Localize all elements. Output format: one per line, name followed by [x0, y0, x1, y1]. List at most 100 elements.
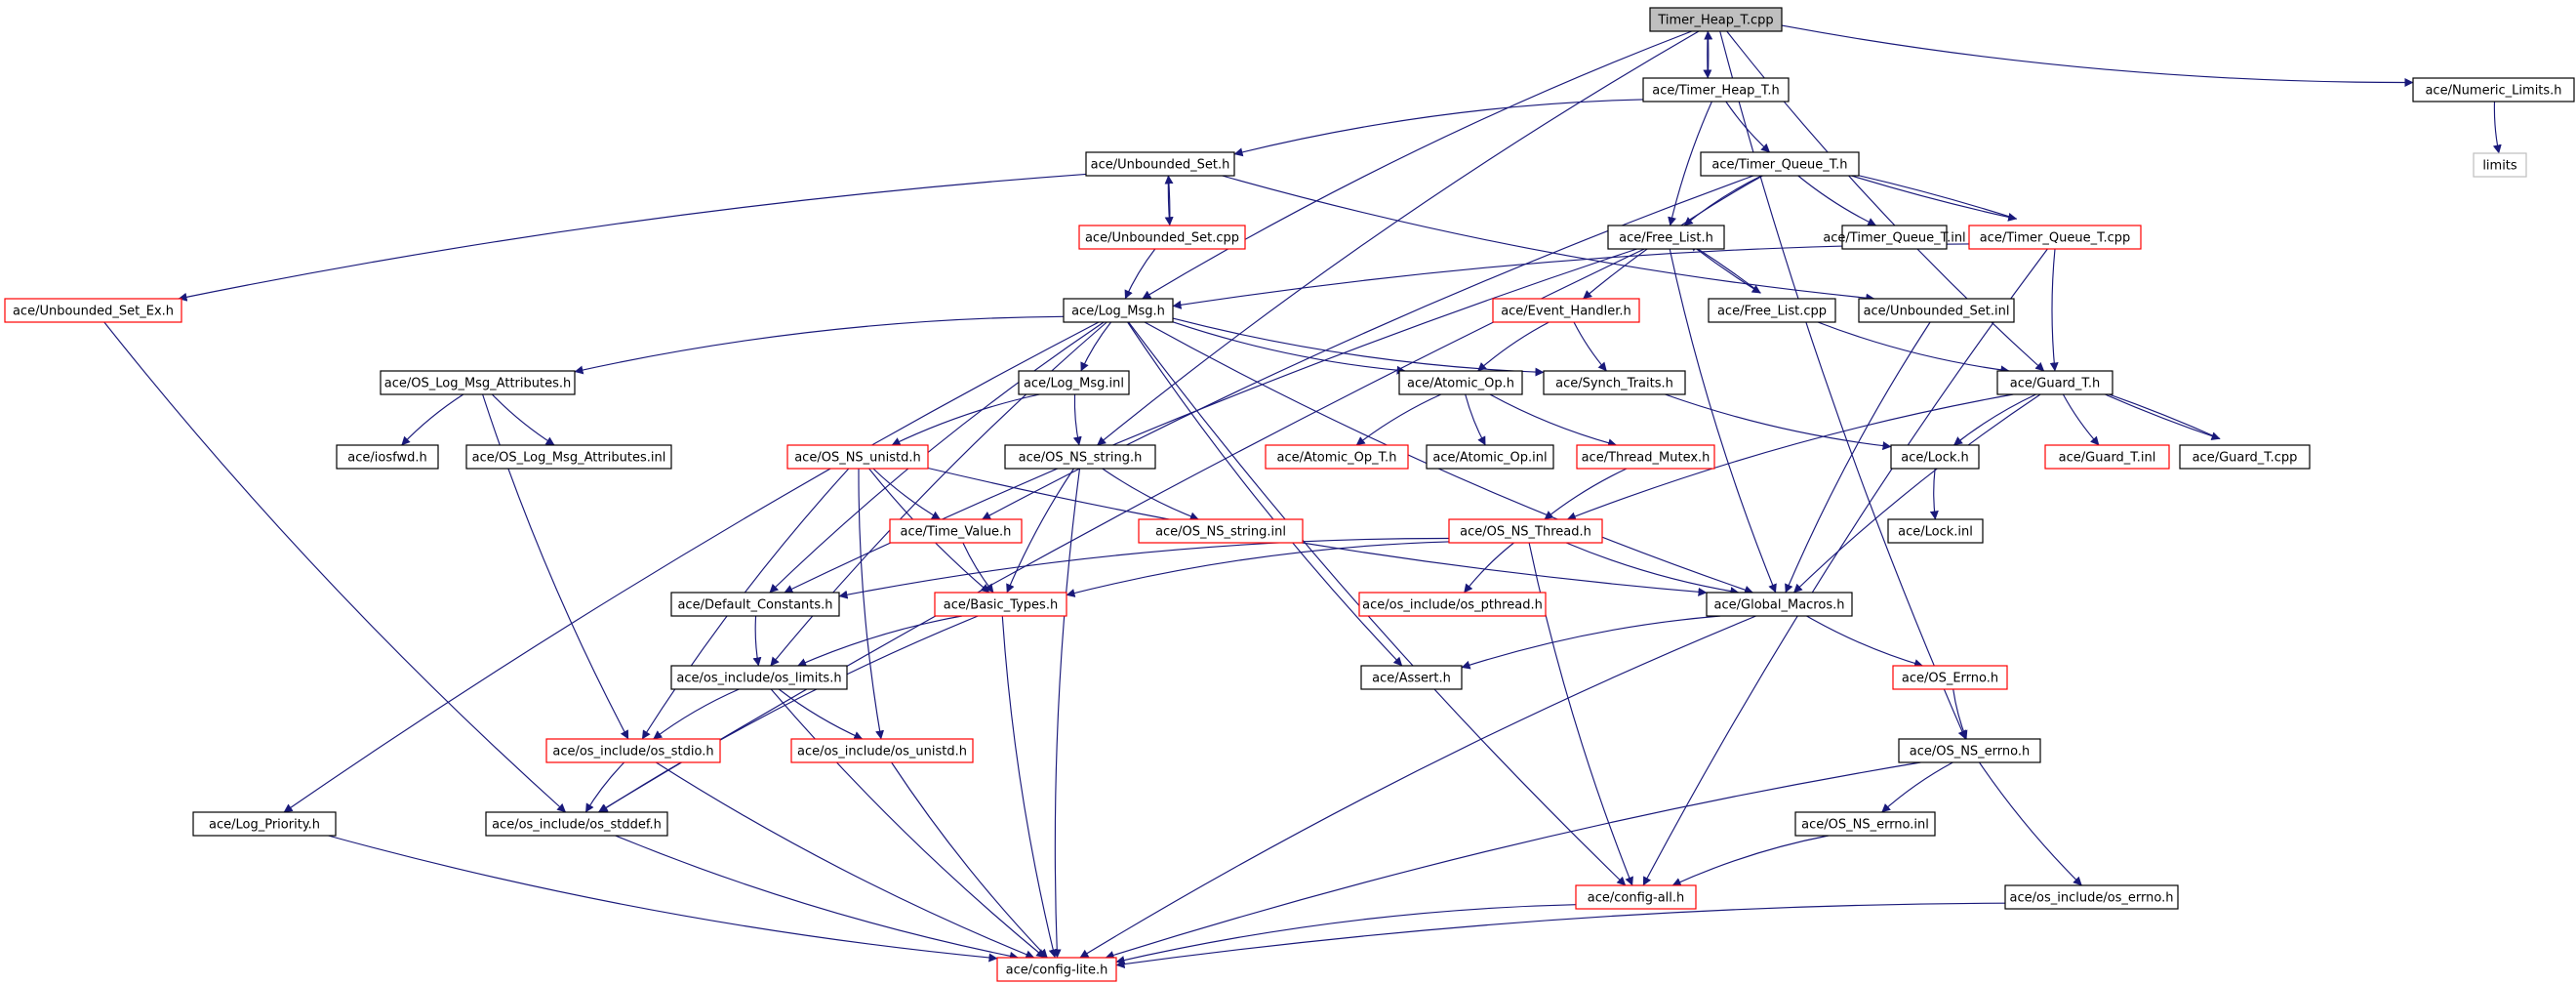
- node-os-ns-string-h[interactable]: ace/OS_NS_string.h: [1004, 444, 1156, 470]
- node-global-macros-h[interactable]: ace/Global_Macros.h: [1706, 592, 1853, 617]
- node-os-ns-thread-h[interactable]: ace/OS_NS_Thread.h: [1448, 518, 1603, 544]
- edge-log_msg_inl-to-os_ns_string_h: [1072, 393, 1082, 446]
- node-unbounded-set-ex-h[interactable]: ace/Unbounded_Set_Ex.h: [4, 298, 182, 323]
- node-box: [670, 665, 848, 690]
- node-event-handler-h[interactable]: ace/Event_Handler.h: [1492, 298, 1640, 323]
- node-box: [1575, 884, 1697, 910]
- node-guard-h[interactable]: ace/Guard_T.h: [1996, 370, 2113, 395]
- node-label: ace/OS_Log_Msg_Attributes.h: [384, 377, 571, 391]
- node-box: [336, 444, 439, 470]
- edge-timer_queue_cpp-to-config_all_h: [1642, 248, 2048, 886]
- node-timer-queue-cpp[interactable]: ace/Timer_Queue_T.cpp: [1968, 225, 2142, 250]
- node-os-stddef-h[interactable]: ace/os_include/os_stddef.h: [485, 811, 668, 837]
- node-os-errno-h[interactable]: ace/OS_Errno.h: [1892, 665, 2008, 690]
- node-os-ns-unistd-h[interactable]: ace/OS_NS_unistd.h: [786, 444, 929, 470]
- edge-time_value_h-to-basic_types_h: [962, 542, 994, 594]
- node-box: [1794, 811, 1936, 837]
- node-unbounded-set-cpp[interactable]: ace/Unbounded_Set.cpp: [1078, 225, 1246, 250]
- edge-timer_queue_h-to-timer_queue_inl: [1797, 175, 1877, 226]
- node-box: [1078, 225, 1246, 250]
- node-unbounded-set-inl[interactable]: ace/Unbounded_Set.inl: [1858, 298, 2015, 323]
- node-os-ns-errno-h[interactable]: ace/OS_NS_errno.h: [1898, 738, 2041, 763]
- node-box: [1890, 444, 1980, 470]
- node-label: ace/OS_Log_Msg_Attributes.inl: [472, 451, 666, 466]
- node-numeric-limits-h[interactable]: ace/Numeric_Limits.h: [2412, 77, 2575, 102]
- edge-os_ns_unistd_h-to-os_unistd_h: [858, 468, 884, 740]
- node-box: [2004, 884, 2179, 910]
- node-os-ns-errno-inl[interactable]: ace/OS_NS_errno.inl: [1794, 811, 1936, 837]
- node-label: ace/Basic_Types.h: [944, 598, 1058, 613]
- node-label: ace/Lock.h: [1901, 451, 1969, 466]
- node-os-errno-include-h[interactable]: ace/os_include/os_errno.h: [2004, 884, 2179, 910]
- node-label: ace/Unbounded_Set.inl: [1864, 305, 2010, 319]
- edge-free_list_cpp-to-guard_h: [1817, 321, 2010, 375]
- edge-synch_traits_h-to-lock_h: [1665, 393, 1892, 451]
- node-atomic-op-inl[interactable]: ace/Atomic_Op.inl: [1426, 444, 1554, 470]
- edge-numeric_limits_h-to-limits: [2492, 101, 2502, 154]
- node-config-all-h[interactable]: ace/config-all.h: [1575, 884, 1697, 910]
- node-synch-traits-h[interactable]: ace/Synch_Traits.h: [1543, 370, 1686, 395]
- node-os-log-msg-attr-inl[interactable]: ace/OS_Log_Msg_Attributes.inl: [465, 444, 672, 470]
- node-lock-inl[interactable]: ace/Lock.inl: [1887, 518, 1984, 544]
- node-box: [1887, 518, 1984, 544]
- node-os-log-msg-attr-h[interactable]: ace/OS_Log_Msg_Attributes.h: [380, 370, 576, 395]
- node-box: [790, 738, 974, 763]
- node-guard-cpp[interactable]: ace/Guard_T.cpp: [2179, 444, 2311, 470]
- node-box: [1841, 225, 1948, 250]
- edge-timer_heap_h-to-unbounded_set_h: [1233, 99, 1644, 157]
- edge-event_handler_h-to-atomic_op_h: [1477, 321, 1550, 372]
- node-timer-queue-h[interactable]: ace/Timer_Queue_T.h: [1700, 151, 1860, 177]
- node-config-lite-h[interactable]: ace/config-lite.h: [996, 957, 1117, 982]
- node-os-stdio-h[interactable]: ace/os_include/os_stdio.h: [545, 738, 721, 763]
- edge-os_ns_thread_h-to-os_pthread_h: [1464, 542, 1514, 594]
- node-timer-queue-inl[interactable]: ace/Timer_Queue_T.inl: [1823, 225, 1966, 250]
- node-unbounded-set-h[interactable]: ace/Unbounded_Set.h: [1085, 151, 1235, 177]
- node-atomic-op-h[interactable]: ace/Atomic_Op.h: [1398, 370, 1523, 395]
- node-time-value-h[interactable]: ace/Time_Value.h: [889, 518, 1023, 544]
- node-os-pthread-h[interactable]: ace/os_include/os_pthread.h: [1358, 592, 1547, 617]
- node-box: [2473, 152, 2527, 178]
- node-os-unistd-h[interactable]: ace/os_include/os_unistd.h: [790, 738, 974, 763]
- edge-atomic_op_h-to-thread_mutex_h: [1489, 393, 1618, 448]
- edge-global_macros_h-to-config_lite_h: [1079, 615, 1756, 959]
- edges-layer: [103, 24, 2502, 969]
- node-log-priority-h[interactable]: ace/Log_Priority.h: [192, 811, 337, 837]
- node-box: [1642, 77, 1790, 102]
- node-timer-heap-h[interactable]: ace/Timer_Heap_T.h: [1642, 77, 1790, 102]
- node-default-constants-h[interactable]: ace/Default_Constants.h: [670, 592, 840, 617]
- node-box: [1138, 518, 1304, 544]
- node-label: ace/Free_List.h: [1619, 231, 1713, 246]
- node-free-list-cpp[interactable]: ace/Free_List.cpp: [1708, 298, 1836, 323]
- node-assert-h[interactable]: ace/Assert.h: [1360, 665, 1463, 690]
- node-basic-types-h[interactable]: ace/Basic_Types.h: [934, 592, 1067, 617]
- node-guard-inl[interactable]: ace/Guard_T.inl: [2044, 444, 2170, 470]
- node-lock-h[interactable]: ace/Lock.h: [1890, 444, 1980, 470]
- edge-timer_heap_h-to-timer_heap_cpp: [1704, 30, 1713, 79]
- node-label: ace/Guard_T.cpp: [2193, 451, 2298, 466]
- node-os-ns-string-inl[interactable]: ace/OS_NS_string.inl: [1138, 518, 1304, 544]
- node-log-msg-inl[interactable]: ace/Log_Msg.inl: [1018, 370, 1130, 395]
- node-os-limits-h[interactable]: ace/os_include/os_limits.h: [670, 665, 848, 690]
- edge-event_handler_h-to-synch_traits_h: [1573, 321, 1607, 372]
- node-box: [934, 592, 1067, 617]
- node-iosfwd-h[interactable]: ace/iosfwd.h: [336, 444, 439, 470]
- node-label: ace/os_include/os_stddef.h: [492, 818, 662, 833]
- node-box: [1607, 225, 1725, 250]
- node-box: [1706, 592, 1853, 617]
- node-label: ace/os_include/os_limits.h: [676, 672, 841, 686]
- edge-os_limits_h-to-os_unistd_h: [778, 688, 864, 740]
- node-thread-mutex-h[interactable]: ace/Thread_Mutex.h: [1576, 444, 1715, 470]
- node-atomic-op-t-h[interactable]: ace/Atomic_Op_T.h: [1265, 444, 1409, 470]
- edge-os_ns_thread_h-to-global_macros_h: [1565, 542, 1740, 596]
- node-log-msg-h[interactable]: ace/Log_Msg.h: [1063, 298, 1174, 323]
- edge-free_list_h-to-os_stddef_h: [597, 248, 1645, 813]
- node-timer-heap-cpp[interactable]: Timer_Heap_T.cpp: [1649, 7, 1783, 32]
- edge-guard_cpp-to-guard_h: [2090, 386, 2221, 440]
- node-free-list-h[interactable]: ace/Free_List.h: [1607, 225, 1725, 250]
- node-limits[interactable]: limits: [2473, 152, 2527, 178]
- nodes-layer: Timer_Heap_T.cpp ace/Timer_Heap_T.h ace/Nu…: [4, 7, 2575, 982]
- edge-os_stdio_h-to-config_lite_h: [655, 761, 1035, 959]
- node-box: [1543, 370, 1686, 395]
- node-box: [889, 518, 1023, 544]
- edge-guard_h-to-os_ns_thread_h: [1566, 393, 2014, 521]
